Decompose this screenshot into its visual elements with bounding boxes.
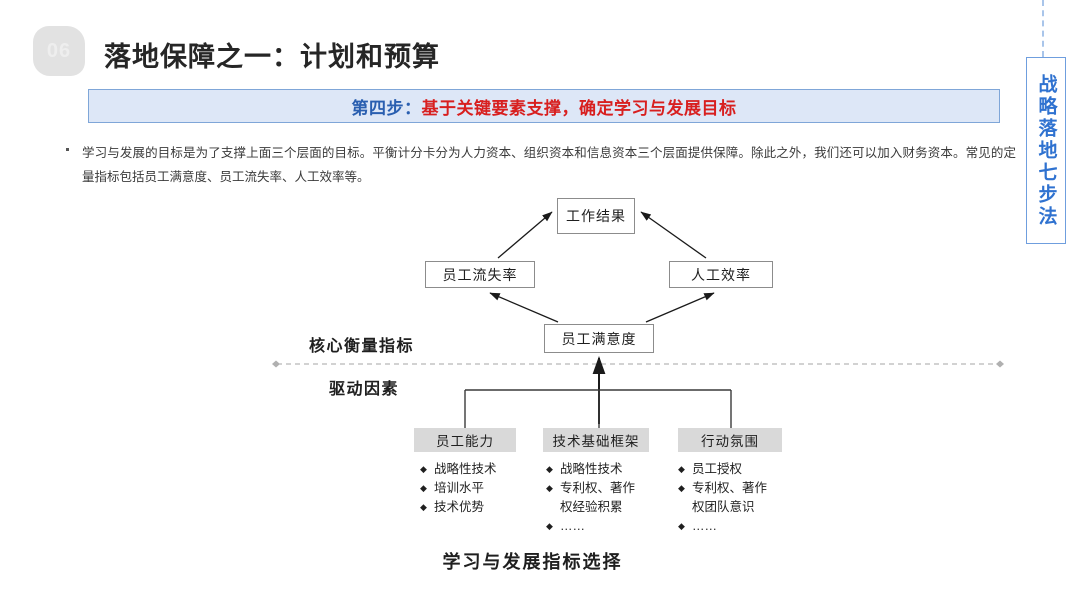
node-employee-turnover: 员工流失率 — [425, 261, 535, 288]
step-banner: 第四步：基于关键要素支撑，确定学习与发展目标 — [88, 89, 1000, 123]
driver-header-tech-framework: 技术基础框架 — [543, 428, 649, 452]
step-banner-label: 第四步： — [351, 98, 422, 118]
body-bullet-text: 学习与发展的目标是为了支撑上面三个层面的目标。平衡计分卡分为人力资本、组织资本和… — [82, 146, 1016, 184]
driver-header-employee-capability: 员工能力 — [414, 428, 516, 452]
node-work-result: 工作结果 — [557, 198, 635, 234]
list-item: 战略性技术 — [420, 460, 530, 479]
side-tab[interactable]: 战略落地七步法 — [1026, 57, 1066, 244]
list-item: 战略性技术 — [546, 460, 658, 479]
list-item: …… — [546, 517, 658, 536]
driver-list-action-atmosphere: 员工授权 专利权、著作 权团队意识 …… — [678, 460, 790, 536]
step-banner-text: 第四步：基于关键要素支撑，确定学习与发展目标 — [352, 94, 737, 119]
label-core-metrics: 核心衡量指标 — [309, 338, 415, 355]
label-driver-factors: 驱动因素 — [329, 381, 400, 398]
list-item: 员工授权 — [678, 460, 790, 479]
driver-list-employee-capability: 战略性技术 培训水平 技术优势 — [420, 460, 530, 517]
driver-header-action-atmosphere: 行动氛围 — [678, 428, 782, 452]
step-banner-body: 基于关键要素支撑，确定学习与发展目标 — [421, 98, 737, 118]
list-item: 专利权、著作 权经验积累 — [546, 479, 658, 517]
side-tab-dashed-connector — [1042, 0, 1044, 57]
diagram-caption-text: 学习与发展指标选择 — [442, 552, 623, 572]
diagram-caption: 学习与发展指标选择 — [0, 548, 1080, 574]
node-employee-satisfaction: 员工满意度 — [544, 324, 654, 353]
list-item: …… — [678, 517, 790, 536]
list-item: 培训水平 — [420, 479, 530, 498]
body-bullet-row: 学习与发展的目标是为了支撑上面三个层面的目标。平衡计分卡分为人力资本、组织资本和… — [66, 141, 1016, 189]
slide-number-badge: 06 — [33, 26, 85, 76]
side-tab-label: 战略落地七步法 — [1035, 73, 1057, 228]
node-labor-efficiency: 人工效率 — [669, 261, 773, 288]
driver-list-tech-framework: 战略性技术 专利权、著作 权经验积累 …… — [546, 460, 658, 536]
page-title: 落地保障之一：计划和预算 — [104, 42, 440, 72]
list-item: 技术优势 — [420, 498, 530, 517]
list-item: 专利权、著作 权团队意识 — [678, 479, 790, 517]
bullet-dot-icon — [66, 148, 69, 151]
